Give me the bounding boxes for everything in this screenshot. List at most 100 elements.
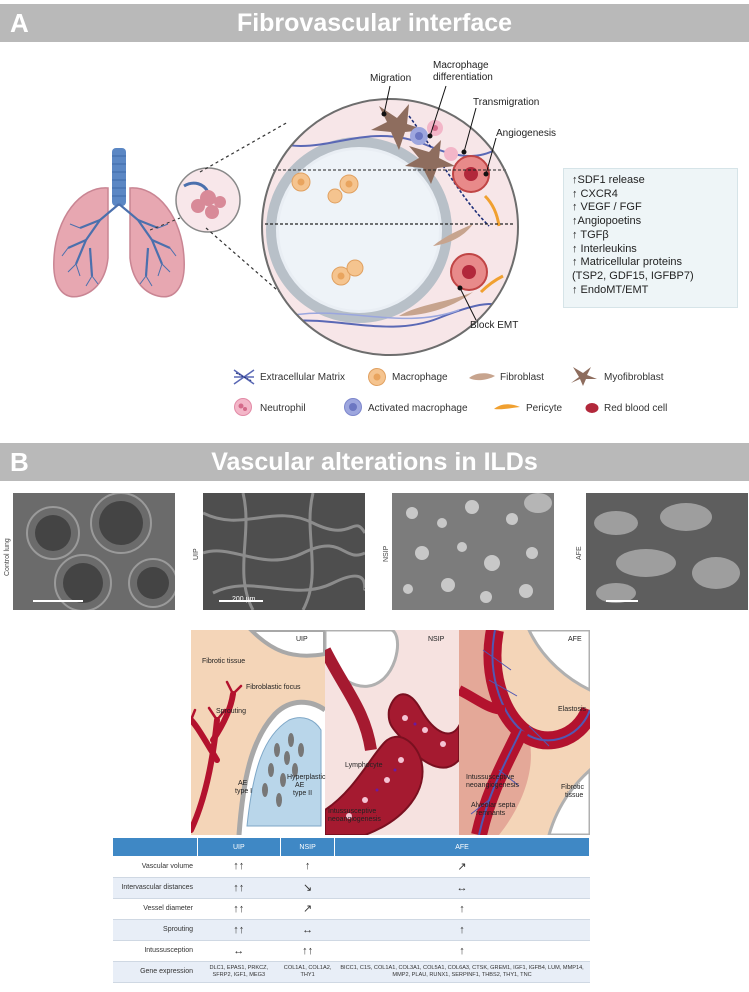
label-fibroblastic-focus: Fibroblastic focus (246, 684, 301, 691)
label-ae2-b: AE (295, 782, 305, 789)
ecm-icon (233, 369, 255, 385)
fibroblast-icon (469, 373, 495, 381)
label-intussusceptive-1: Intussusceptive (328, 808, 377, 815)
callout-migration: Migration (370, 73, 412, 84)
legend-myofibroblast: Myofibroblast (604, 372, 664, 383)
label-sprouting: Sprouting (216, 708, 246, 715)
legend-pericyte: Pericyte (526, 403, 563, 414)
label-ae1-b: type I (235, 788, 253, 795)
label-tissue-2: tissue (565, 792, 584, 799)
legend-neutrophil: Neutrophil (260, 403, 306, 414)
callout-pointer-lines (381, 85, 497, 321)
cell-nsip: ↑ (280, 856, 335, 878)
label-alveolar-septa: Alveolar septa (471, 802, 516, 809)
row-label: Vascular volume (113, 856, 197, 878)
cell-uip: ↑↑ (197, 919, 281, 941)
factor-row: (TSP2, GDF15, IGFBP7) (572, 269, 694, 282)
label-uip: UIP (296, 636, 308, 643)
panel-b-banner: B Vascular alterations in ILDs (0, 443, 749, 481)
cell-uip-genes: DLC1, EPAS1, PRKCZ, SFRP2, IGF1, MEG3 (197, 961, 281, 983)
panel-a-letter: A (10, 8, 29, 38)
panel-b-title: Vascular alterations in ILDs (211, 448, 538, 476)
cell-uip: ↑↑ (197, 856, 281, 878)
callout-macrophage-diff-1: Macrophage (433, 60, 489, 71)
legend-rbc: Red blood cell (604, 403, 668, 414)
label-neoangiogenesis-1: neoangiogenesis (328, 816, 381, 823)
label-ae2-a: Hyperplastic (287, 774, 326, 781)
activated-macrophage-icon (344, 398, 362, 416)
table-row: Vascular volume ↑↑ ↑ ↗ (113, 856, 590, 878)
legend-fibroblast: Fibroblast (500, 372, 544, 383)
cell-afe: ↗ (334, 856, 590, 878)
label-ae2-c: type II (293, 790, 313, 797)
row-label: Intervascular distances (113, 877, 197, 899)
myofibroblast-icon (571, 367, 597, 386)
callout-transmigration: Transmigration (473, 97, 540, 108)
table-row: Sprouting ↑↑ ↔ ↑ (113, 919, 590, 941)
factor-row: ↑SDF1 release (572, 174, 645, 186)
cell-afe-genes: BICC1, C1S, COL1A1, COL3A1, COL5A1, COL6… (334, 961, 590, 983)
sem-image-nsip (392, 493, 554, 610)
callout-angiogenesis: Angiogenesis (496, 128, 557, 139)
callout-macrophage-diff-2: differentiation (433, 72, 493, 83)
cell-afe: ↔ (334, 877, 590, 899)
cell-afe: ↑ (334, 940, 590, 962)
label-fibrotic-2: Fibrotic (561, 784, 584, 791)
callout-block-emt: Block EMT (470, 320, 519, 331)
label-intussusceptive-2: Intussusceptive (466, 774, 515, 781)
label-elastosis: Elastosis (558, 706, 587, 713)
label-nsip: NSIP (428, 636, 445, 643)
legend-macrophage: Macrophage (392, 372, 448, 383)
legend-activated-macrophage: Activated macrophage (368, 403, 468, 414)
sem-image-afe (586, 493, 748, 610)
label-fibrotic-tissue: Fibrotic tissue (202, 658, 246, 665)
label-neoangiogenesis-2: neoangiogenesis (466, 782, 519, 789)
panel-b-letter: B (10, 447, 29, 477)
red-blood-cell-icon (585, 403, 599, 413)
uip-illustration (191, 630, 325, 835)
neutrophil-icon (234, 398, 252, 416)
cell-afe: ↑ (334, 898, 590, 920)
factor-row: ↑ TGFβ (572, 228, 609, 241)
factor-row: ↑ VEGF / FGF (572, 201, 642, 214)
table-header-blank (113, 838, 198, 856)
table-row: Vessel diameter ↑↑ ↗ ↑ (113, 898, 590, 920)
label-afe: AFE (568, 636, 582, 643)
cell-uip: ↑↑ (197, 877, 281, 899)
cell-uip: ↑↑ (197, 898, 281, 920)
table-row: Intervascular distances ↑↑ ↘ ↔ (113, 877, 590, 899)
row-label: Gene expression (113, 961, 197, 983)
ild-comparison-table: UIP NSIP AFE Vascular volume ↑↑ ↑ ↗ Inte… (113, 838, 590, 983)
pericyte-icon (494, 404, 520, 410)
row-label: Vessel diameter (113, 898, 197, 920)
panel-a-title: Fibrovascular interface (236, 9, 513, 37)
sem-label-afe: AFE (576, 546, 583, 560)
afe-illustration (459, 630, 590, 835)
sem-label-control: Control lung (4, 538, 11, 576)
table-header-row: UIP NSIP AFE (113, 838, 590, 856)
cell-nsip: ↑↑ (280, 940, 335, 962)
label-remnants: remnants (476, 810, 506, 817)
factor-row: ↑ EndoMT/EMT (572, 283, 649, 296)
macrophage-icon (368, 368, 386, 386)
sem-scale-uip: 200 µm (232, 596, 256, 603)
legend-ecm: Extracellular Matrix (260, 372, 346, 383)
label-ae1-a: AE (238, 780, 248, 787)
row-label: Sprouting (113, 919, 197, 941)
factor-row: ↑ Matricellular proteins (572, 256, 683, 269)
sem-label-uip: UIP (193, 548, 200, 560)
table-row: Gene expression DLC1, EPAS1, PRKCZ, SFRP… (113, 961, 590, 983)
table-header-afe: AFE (334, 838, 590, 856)
lungs-illustration (53, 148, 185, 298)
cell-nsip: ↗ (280, 898, 335, 920)
row-label: Intussusception (113, 940, 197, 962)
factor-row: ↑ Interleukins (572, 242, 637, 255)
table-row: Intussusception ↔ ↑↑ ↑ (113, 940, 590, 962)
sem-label-nsip: NSIP (383, 545, 390, 562)
cell-afe: ↑ (334, 919, 590, 941)
sem-image-uip (203, 493, 365, 610)
upregulated-factors-box: ↑SDF1 release ↑ CXCR4 ↑ VEGF / FGF ↑Angi… (563, 168, 738, 308)
cell-nsip-genes: COL1A1, COL1A2, THY1 (280, 961, 335, 983)
alveoli-zoom-circle (175, 167, 241, 233)
label-lymphocyte: Lymphocyte (345, 762, 383, 769)
